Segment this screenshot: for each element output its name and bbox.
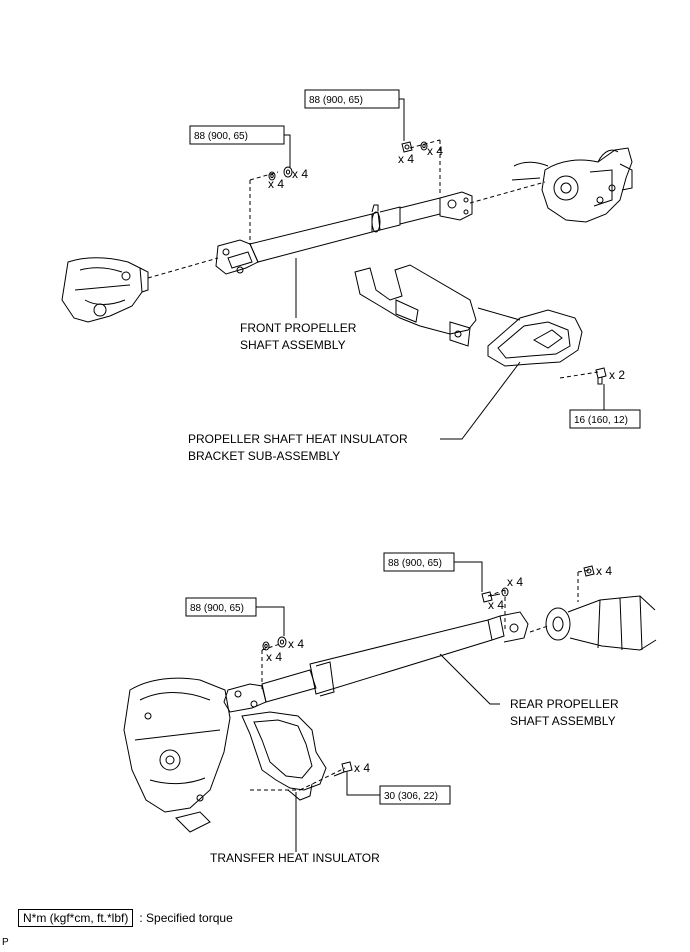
- rear-qty-left-b: x 4: [266, 650, 282, 664]
- front-alignment-lines: [147, 139, 599, 379]
- front-torque-top-text: 88 (900, 65): [309, 95, 363, 106]
- rear-qty-right-b: x 4: [488, 598, 504, 612]
- rear-torque-right-text: 88 (900, 65): [388, 558, 442, 569]
- heat-insulator-bracket: [487, 309, 583, 367]
- bracket-qty: x 2: [609, 368, 625, 382]
- transfer-heat-insulator: [241, 711, 327, 801]
- transfer-torque-text: 30 (306, 22): [384, 791, 438, 802]
- bracket-torque-text: 16 (160, 12): [574, 415, 628, 426]
- front-torque-left-text: 88 (900, 65): [194, 131, 248, 142]
- legend-description: : Specified torque: [139, 911, 233, 925]
- front-nut-top: [401, 141, 428, 153]
- rear-propeller-shaft-section: [123, 552, 657, 852]
- leader-rear-left: [256, 606, 285, 636]
- leader-bracket: [440, 361, 521, 440]
- transfer-case: [123, 677, 231, 833]
- leader-front-top: [399, 98, 405, 141]
- front-qty-left-a: x 4: [268, 177, 284, 191]
- rear-alignment-lines: [250, 569, 591, 791]
- bracket-label-2: BRACKET SUB-ASSEMBLY: [188, 449, 340, 463]
- rear-differential-flange: [545, 595, 657, 651]
- leader-transfer-bolt: [346, 772, 380, 796]
- rear-nut-left: [262, 636, 287, 651]
- rear-qty-left-a: x 4: [288, 637, 304, 651]
- leader-rear-right: [454, 561, 483, 592]
- rear-nut-right: [481, 587, 509, 603]
- front-qty-top-a: x 4: [398, 152, 414, 166]
- rear-propeller-shaft: [223, 611, 529, 713]
- torque-box-bracket: [569, 409, 641, 429]
- rear-qty-far: x 4: [596, 564, 612, 578]
- rear-shaft-label-1: REAR PROPELLER: [510, 697, 619, 711]
- legend-unit-box: N*m (kgf*cm, ft.*lbf): [18, 909, 134, 927]
- rear-nut-far: [583, 565, 595, 577]
- front-shaft-label-1: FRONT PROPELLER: [240, 321, 357, 335]
- transmission-part: [61, 257, 149, 323]
- rear-shaft-label-2: SHAFT ASSEMBLY: [510, 714, 616, 728]
- front-propeller-shaft: [215, 191, 473, 275]
- rear-qty-right-a: x 4: [507, 575, 523, 589]
- front-shaft-label-2: SHAFT ASSEMBLY: [240, 338, 346, 352]
- transfer-qty: x 4: [354, 761, 370, 775]
- figure-code: P: [2, 937, 9, 948]
- legend: N*m (kgf*cm, ft.*lbf) : Specified torque: [18, 909, 233, 927]
- front-qty-top-b: x 4: [427, 144, 443, 158]
- frame-cross-member: [354, 264, 521, 347]
- transfer-bolt: [333, 761, 353, 777]
- leader-rear-shaft: [439, 653, 500, 705]
- front-qty-left-b: x 4: [292, 167, 308, 181]
- bracket-label-1: PROPELLER SHAFT HEAT INSULATOR: [188, 432, 408, 446]
- front-propeller-shaft-section: [61, 89, 641, 440]
- bracket-bolt: [595, 367, 607, 385]
- front-differential: [511, 147, 633, 223]
- leader-front-left: [284, 134, 291, 167]
- rear-torque-left-text: 88 (900, 65): [190, 603, 244, 614]
- transfer-insulator-label: TRANSFER HEAT INSULATOR: [210, 851, 380, 865]
- front-nut-left: [268, 166, 293, 181]
